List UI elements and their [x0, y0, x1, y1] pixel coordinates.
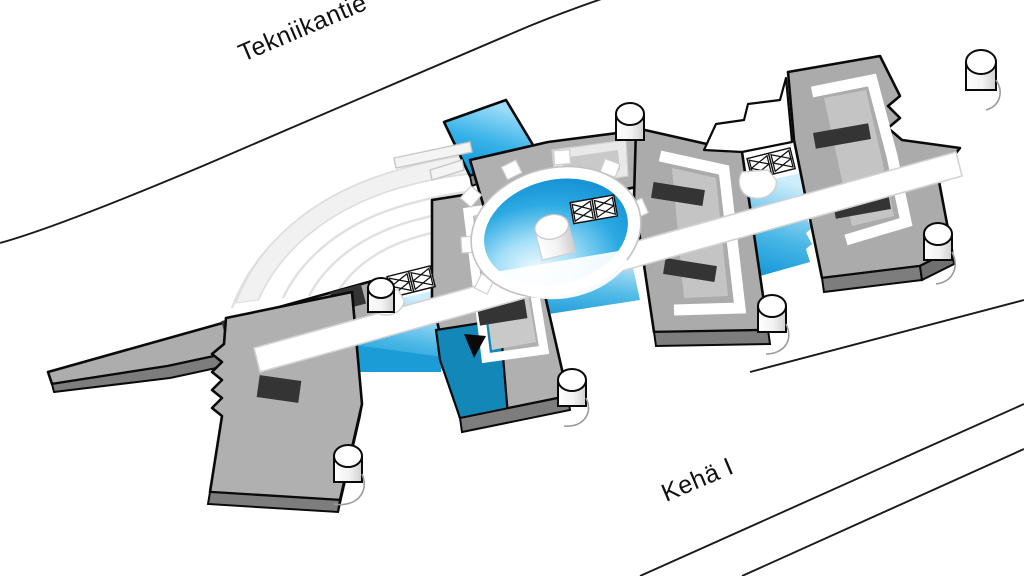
- tower-centre-south: [757, 294, 790, 355]
- tower-east: [923, 222, 956, 285]
- tower-south-centre: [557, 368, 590, 427]
- highlight-arrow-marker: [464, 334, 486, 358]
- road-tekniikantie: [0, 0, 602, 244]
- road-label-tekniikantie: Tekniikantie: [234, 0, 371, 68]
- central-cylinder: [534, 213, 577, 261]
- tower-north-east: [965, 49, 1001, 111]
- north-step-connector: [702, 76, 794, 154]
- road-label-keha-i: Kehä I: [657, 452, 737, 507]
- central-plaza-ellipse: [459, 149, 650, 300]
- tower-west: [367, 277, 395, 313]
- road-keha-i: [639, 299, 1024, 576]
- tower-group: [333, 49, 1001, 506]
- tower-south-west: [333, 444, 365, 506]
- canopy-bars: [393, 141, 473, 181]
- tower-centre-north: [615, 102, 645, 141]
